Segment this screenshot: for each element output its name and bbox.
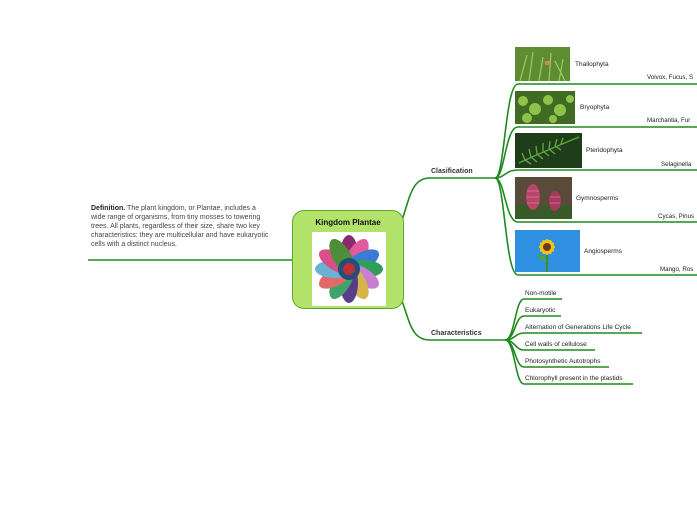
characteristic-item[interactable]: Photosynthetic Autotrophs [525,358,601,365]
thallophyta-connector [494,83,697,179]
bryophyta-connector [494,126,697,179]
pteridophyta-label[interactable]: Pteridophyta [586,147,623,154]
characteristic-item[interactable]: Alternation of Generations Life Cycle [525,324,631,331]
definition-label: Definition. [91,205,126,212]
gymnosperms-connector [494,177,697,223]
characteristic-item[interactable]: Cell walls of cellulose [525,341,587,348]
characteristic-item[interactable]: Non-motile [525,290,557,297]
thallophyta-photo [515,47,570,82]
pteridophyta-connector [494,169,697,179]
characteristics-label[interactable]: Characteristics [431,330,482,337]
thallophyta-label[interactable]: Thallophyta [575,61,609,68]
angiosperms-examples: Mango, Ros [660,266,694,273]
char-connector-3 [504,332,642,341]
pteridophyta-photo [515,133,582,168]
bryophyta-examples: Marchantia, Fur [647,117,691,124]
bryophyta-photo [515,91,575,124]
central-title: Kingdom Plantae [315,218,381,227]
definition-text: Definition. The plant kingdom, or Planta… [91,204,271,249]
gymnosperms-examples: Cycas, Pinus [658,213,695,220]
bryophyta-label[interactable]: Bryophyta [580,104,610,111]
gymnosperms-photo [515,177,572,219]
plant-mosaic-image [312,232,386,306]
definition-body: The plant kingdom, or Plantae, includes … [91,205,269,248]
angiosperms-photo [515,230,580,272]
central-node[interactable]: Kingdom Plantae [292,210,404,309]
characteristic-item[interactable]: Eukaryotic [525,307,556,314]
char-connector-6 [504,339,633,385]
pteridophyta-examples: Selaginella [661,161,692,168]
classification-connector [397,177,495,233]
characteristic-item[interactable]: Chlorophyll present in the plastids [525,375,623,382]
classification-label[interactable]: Clasification [431,168,473,175]
char-connector-1 [504,298,562,341]
thallophyta-examples: Volvox, Fucus, S [647,74,694,81]
angiosperms-connector [494,177,697,276]
angiosperms-label[interactable]: Angiosperms [584,248,622,255]
gymnosperms-label[interactable]: Gymnosperms [576,195,619,202]
